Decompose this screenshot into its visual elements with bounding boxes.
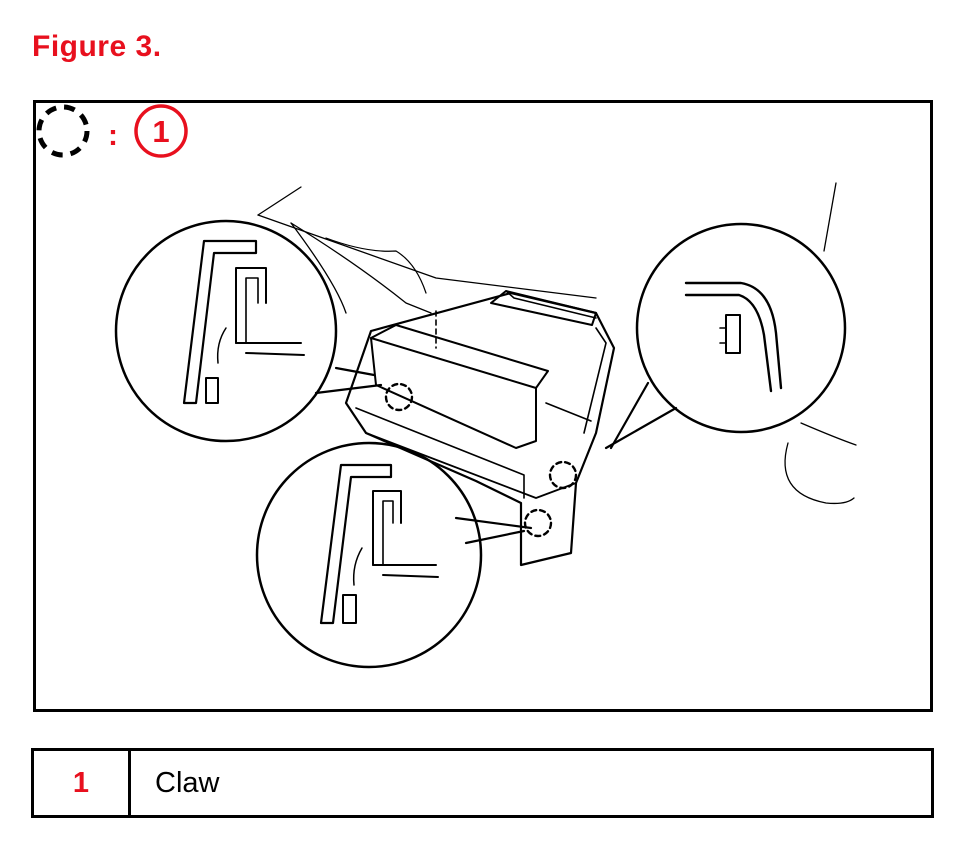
legend-label: Claw (155, 766, 220, 799)
claw-base (235, 342, 305, 356)
legend-marker: : 1 (36, 104, 188, 158)
claw-hook (382, 500, 394, 566)
callout-pointer (334, 366, 376, 377)
bracket-rear-rail (505, 290, 597, 319)
claw-tab (719, 327, 727, 344)
background-outline (784, 442, 855, 505)
callout-pointer (314, 383, 383, 395)
claw-profile (205, 377, 219, 404)
figure-title: Figure 3. (32, 30, 162, 63)
legend-number: 1 (34, 751, 131, 815)
bracket-front-edge (365, 432, 577, 499)
claw-profile (684, 293, 773, 393)
detail-circle-upper-left (114, 219, 338, 443)
dashed-circle-icon (36, 104, 90, 158)
claw-location-marker (384, 382, 414, 412)
background-outline (290, 222, 432, 314)
claw-hook (372, 490, 402, 566)
background-outline (290, 222, 347, 314)
claw-base (372, 564, 439, 578)
claw-hook (235, 267, 267, 344)
detail-circle-right (635, 222, 847, 434)
background-outline (325, 237, 427, 294)
claw-base (352, 547, 363, 586)
claw-tab (725, 314, 741, 354)
background-outline (823, 182, 837, 252)
callout-circle-icon (134, 104, 188, 158)
claw-profile (342, 594, 357, 624)
illustration-frame: : 1 (33, 100, 933, 712)
callout-number: 1 (152, 114, 169, 149)
claw-profile (182, 239, 258, 405)
legend-table: 1 Claw (31, 748, 934, 818)
background-outline (800, 422, 857, 446)
legend-separator: : (108, 119, 118, 152)
claw-hook (245, 277, 259, 344)
bracket-side-edge (583, 327, 607, 434)
callout-pointer (454, 516, 533, 530)
callout-pointer (464, 529, 526, 545)
detail-circle-bottom (255, 441, 483, 669)
bracket-body (344, 291, 616, 567)
bracket-front-face (355, 407, 525, 499)
callout-pointer (609, 381, 650, 450)
bracket-front-rail (370, 324, 549, 389)
claw-location-marker (548, 460, 578, 490)
bracket-tab (545, 402, 592, 422)
callout-pointer (604, 406, 678, 450)
bracket-diagram (114, 182, 857, 669)
claw-profile (319, 463, 393, 625)
background-outline (257, 214, 597, 299)
bracket-rear-rail (490, 290, 597, 326)
background-outline (257, 186, 302, 216)
bracket-front-rail (370, 337, 537, 449)
claw-location-marker (523, 508, 553, 538)
claw-base (216, 327, 227, 364)
claw-profile (684, 281, 783, 390)
